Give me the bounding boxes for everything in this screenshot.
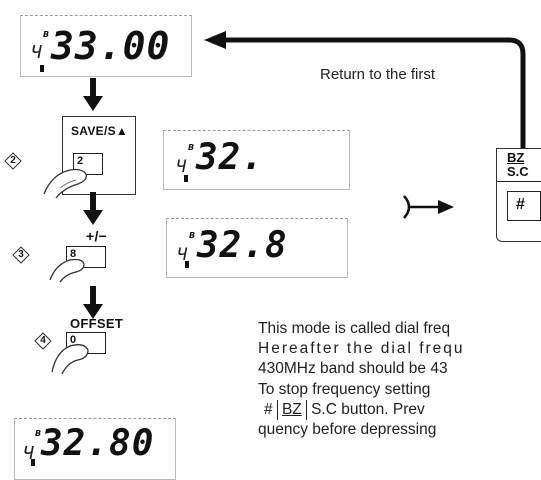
bz-label: BZ xyxy=(507,150,525,165)
paragraph-line-5: # BZ S.C button. Prev xyxy=(258,400,541,420)
lcd-prefix: Ч xyxy=(23,443,34,464)
lcd-band-indicator: B xyxy=(43,30,50,39)
return-arrow xyxy=(204,31,526,154)
step-2-marker: 2 xyxy=(4,152,22,170)
lcd-frequency: 32.80 xyxy=(41,423,155,464)
finger-icon xyxy=(49,258,85,283)
lcd-cursor-mark xyxy=(40,65,44,72)
finger-icon xyxy=(51,344,89,375)
plus-minus-key-title: +/− xyxy=(86,228,108,244)
lcd-band-indicator: B xyxy=(188,143,195,152)
paragraph-line-6: quency before depressing xyxy=(258,421,437,438)
lcd-frequency: 33.00 xyxy=(51,24,171,68)
hash-icon: # xyxy=(516,196,525,213)
right-arrow-icon xyxy=(403,195,454,219)
lcd-frequency: 32. xyxy=(196,137,265,178)
paragraph-line-4: To stop frequency setting xyxy=(258,381,431,398)
paragraph-line-1: This mode is called dial freq xyxy=(258,320,451,337)
down-arrow-icon xyxy=(83,286,103,319)
paragraph-line-2: Hereafter the dial frequ xyxy=(258,340,465,357)
lcd-prefix: Ч xyxy=(177,245,188,265)
lcd-display-4: Ч B 32.80 xyxy=(14,418,176,480)
hash-symbol: # xyxy=(264,401,273,418)
down-arrow-icon xyxy=(83,78,103,111)
lcd-prefix: Ч xyxy=(31,42,42,63)
lcd-display-3: Ч B 32.8 xyxy=(166,218,348,278)
lcd-frequency: 32.8 xyxy=(197,225,288,266)
paragraph-line-5-text: S.C button. Prev xyxy=(311,401,425,418)
lcd-display-2: Ч B 32. xyxy=(163,130,350,190)
lcd-cursor-mark xyxy=(31,459,35,466)
bz-inline-label: BZ xyxy=(276,400,307,420)
offset-key-title: OFFSET xyxy=(70,316,124,331)
sc-label: S.C xyxy=(507,164,529,179)
save-key-title: SAVE/S▲ xyxy=(71,124,129,138)
lcd-band-indicator: B xyxy=(189,231,196,240)
lcd-band-indicator: B xyxy=(35,429,42,438)
lcd-cursor-mark xyxy=(184,175,188,182)
bz-sc-key-panel[interactable]: BZ S.C # xyxy=(496,148,541,242)
paragraph-line-3: 430MHz band should be 43 xyxy=(258,360,448,377)
lcd-cursor-mark xyxy=(185,261,189,268)
return-label: Return to the first xyxy=(320,66,436,83)
lcd-display-1: Ч B 33.00 xyxy=(20,15,192,77)
step-4-marker: 4 xyxy=(34,332,52,350)
finger-icon xyxy=(43,168,87,199)
step-3-marker: 3 xyxy=(12,246,30,264)
hash-key[interactable]: # xyxy=(507,191,541,221)
label-divider xyxy=(497,181,541,182)
down-arrow-icon xyxy=(83,192,103,225)
lcd-prefix: Ч xyxy=(176,157,187,177)
